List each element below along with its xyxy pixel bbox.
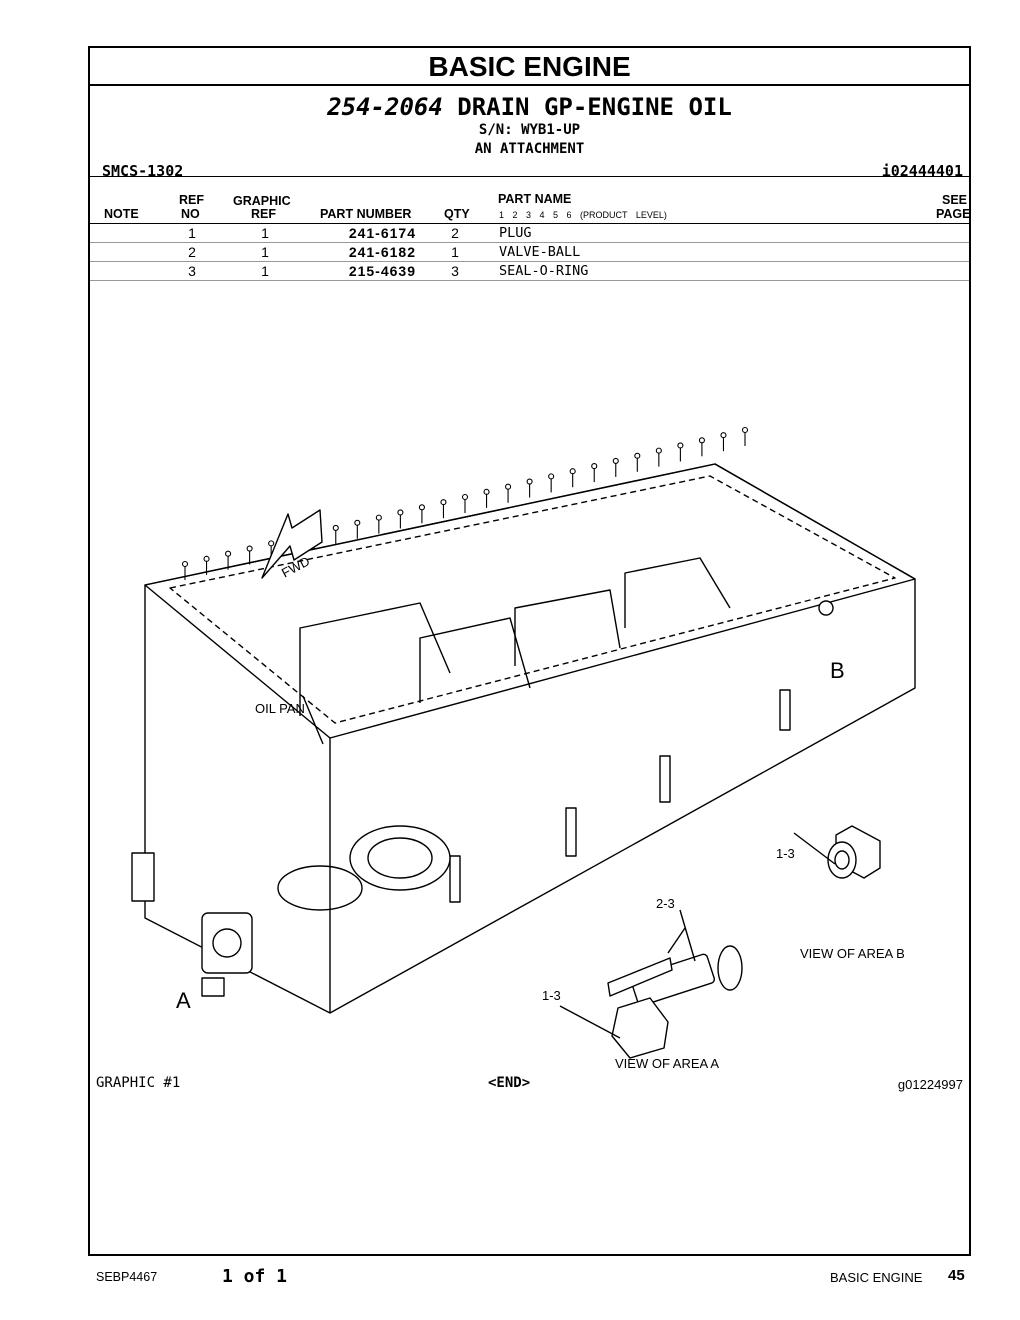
view-b-fitting-drawing: [793, 825, 881, 879]
footer-section: BASIC ENGINE: [830, 1270, 923, 1285]
part-number: 241-6182: [348, 244, 416, 260]
parts-illustration: OIL PAN B A 1-3 VIEW OF AREA B 2-3 1-3 V…: [131, 426, 916, 1071]
col-see-top: SEE: [942, 193, 968, 207]
col-product-level: 1 2 3 4 5 6 (PRODUCT LEVEL): [499, 210, 667, 220]
parts-list: 1 1 241-6174 2 PLUG 2 1 241-6182 1 VALVE…: [90, 224, 969, 281]
page-count: 1 of 1: [222, 1266, 288, 1287]
table-row: 1 1 241-6174 2 PLUG: [90, 224, 969, 243]
page-frame: BASIC ENGINE 254-2064 DRAIN GP-ENGINE OI…: [88, 46, 971, 1256]
col-ref-top: REF: [179, 193, 204, 207]
ref-no: 1: [188, 225, 196, 241]
callout-2-3: 2-3: [656, 896, 675, 911]
group-number: 254-2064: [327, 93, 443, 121]
part-number: 241-6174: [348, 225, 416, 241]
label-oil-pan: OIL PAN: [255, 701, 305, 716]
group-title: 254-2064 DRAIN GP-ENGINE OIL: [90, 86, 969, 121]
info-number: i02444401: [881, 162, 963, 180]
col-see-bottom: PAGE: [936, 207, 971, 221]
end-marker: <END>: [488, 1075, 531, 1091]
callout-1-3-b: 1-3: [776, 846, 795, 861]
col-graphic-bottom: REF: [251, 207, 276, 221]
graphic-label: GRAPHIC #1: [96, 1075, 181, 1091]
smcs-code: SMCS-1302: [102, 162, 184, 180]
graphic-ref: 1: [261, 263, 269, 279]
column-header: NOTE REF NO GRAPHIC REF PART NUMBER QTY …: [90, 176, 971, 224]
col-part-number: PART NUMBER: [320, 207, 412, 221]
label-area-b: B: [830, 658, 845, 683]
serial-number: S/N: WYB1-UP: [478, 122, 581, 138]
qty: 1: [451, 244, 459, 260]
label-view-a: VIEW OF AREA A: [615, 1056, 719, 1071]
group-name: DRAIN GP-ENGINE OIL: [457, 93, 732, 121]
table-row: 3 1 215-4639 3 SEAL-O-RING: [90, 262, 969, 281]
ref-no: 3: [188, 263, 196, 279]
qty: 3: [451, 263, 459, 279]
oil-pan-drawing: [131, 426, 916, 1014]
qty: 2: [451, 225, 459, 241]
view-a-valve-drawing: [559, 927, 743, 1059]
col-graphic-top: GRAPHIC: [233, 194, 291, 208]
table-row: 2 1 241-6182 1 VALVE-BALL: [90, 243, 969, 262]
part-name: PLUG: [499, 225, 532, 241]
group-type: AN ATTACHMENT: [474, 141, 585, 157]
page-number: 45: [948, 1267, 965, 1284]
col-qty: QTY: [444, 207, 470, 221]
fwd-arrow-icon: [261, 509, 323, 579]
graphic-ref: 1: [261, 244, 269, 260]
label-view-b: VIEW OF AREA B: [800, 946, 905, 961]
section-title: BASIC ENGINE: [90, 48, 969, 86]
col-note: NOTE: [104, 207, 139, 221]
part-name: SEAL-O-RING: [499, 263, 589, 279]
document-number: SEBP4467: [96, 1270, 158, 1284]
ref-no: 2: [188, 244, 196, 260]
part-number: 215-4639: [348, 263, 416, 279]
part-name: VALVE-BALL: [499, 244, 581, 260]
graphic-ref: 1: [261, 225, 269, 241]
label-area-a: A: [176, 988, 191, 1013]
group-header: 254-2064 DRAIN GP-ENGINE OIL S/N: WYB1-U…: [90, 86, 969, 180]
col-ref-bottom: NO: [181, 207, 200, 221]
callout-1-3-a: 1-3: [542, 988, 561, 1003]
graphic-id: g01224997: [897, 1077, 963, 1092]
col-part-name: PART NAME: [498, 192, 572, 206]
